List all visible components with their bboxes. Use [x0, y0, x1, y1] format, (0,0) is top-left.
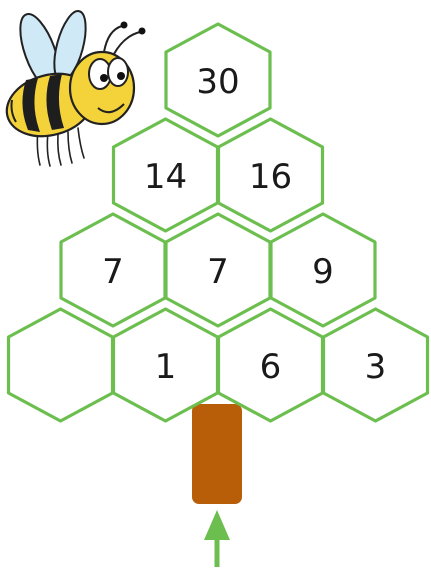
up-arrow-icon [204, 510, 230, 567]
cell-value: 7 [102, 252, 124, 292]
hex-cell: 16 [219, 119, 323, 231]
cell-value: 1 [155, 347, 177, 387]
cell-value: 7 [207, 252, 229, 292]
cell-value: 3 [365, 347, 387, 387]
cell-value: 16 [249, 157, 292, 197]
cell-value: 9 [312, 252, 334, 292]
hex-cell: 7 [166, 214, 270, 326]
hex-cell[interactable] [9, 309, 113, 421]
hex-cell: 3 [324, 309, 428, 421]
hexagon-outline [9, 309, 113, 421]
tree-trunk [192, 404, 242, 504]
cell-value: 14 [144, 157, 187, 197]
hex-cell: 9 [271, 214, 375, 326]
hex-cell: 30 [166, 24, 270, 136]
hex-cell: 7 [61, 214, 165, 326]
hex-cell: 14 [114, 119, 218, 231]
cell-value: 30 [196, 62, 239, 102]
cell-value: 6 [260, 347, 282, 387]
